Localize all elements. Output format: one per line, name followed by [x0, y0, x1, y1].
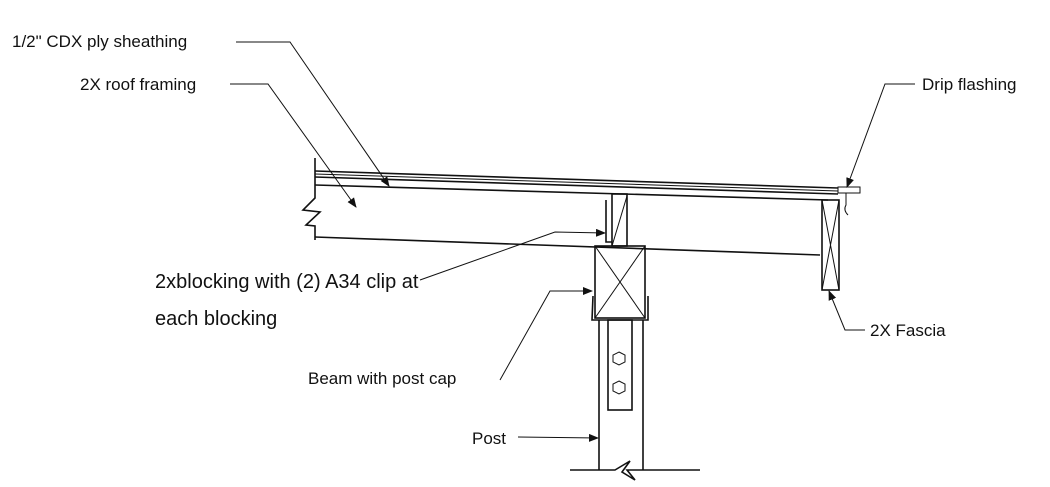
blocking — [605, 193, 628, 247]
label-drip-flashing: Drip flashing — [922, 75, 1017, 94]
label-post: Post — [472, 429, 506, 448]
wall-break-line — [301, 158, 322, 240]
roof-sheathing — [314, 170, 861, 195]
label-blocking-line2: each blocking — [155, 308, 277, 330]
roof-joist — [314, 184, 829, 256]
leader-lines — [230, 41, 915, 442]
fascia-board — [821, 193, 849, 291]
bolt-icon — [612, 380, 626, 395]
label-sheathing: 1/2" CDX ply sheathing — [12, 32, 187, 51]
label-blocking-line1: 2xblocking with (2) A34 clip at — [155, 271, 419, 293]
post — [570, 319, 700, 481]
bolt-icon — [612, 351, 626, 366]
label-beam: Beam with post cap — [308, 369, 456, 388]
beam — [594, 245, 646, 319]
post-cap — [591, 295, 649, 321]
label-fascia: 2X Fascia — [870, 321, 946, 340]
label-roof-framing: 2X roof framing — [80, 75, 196, 94]
